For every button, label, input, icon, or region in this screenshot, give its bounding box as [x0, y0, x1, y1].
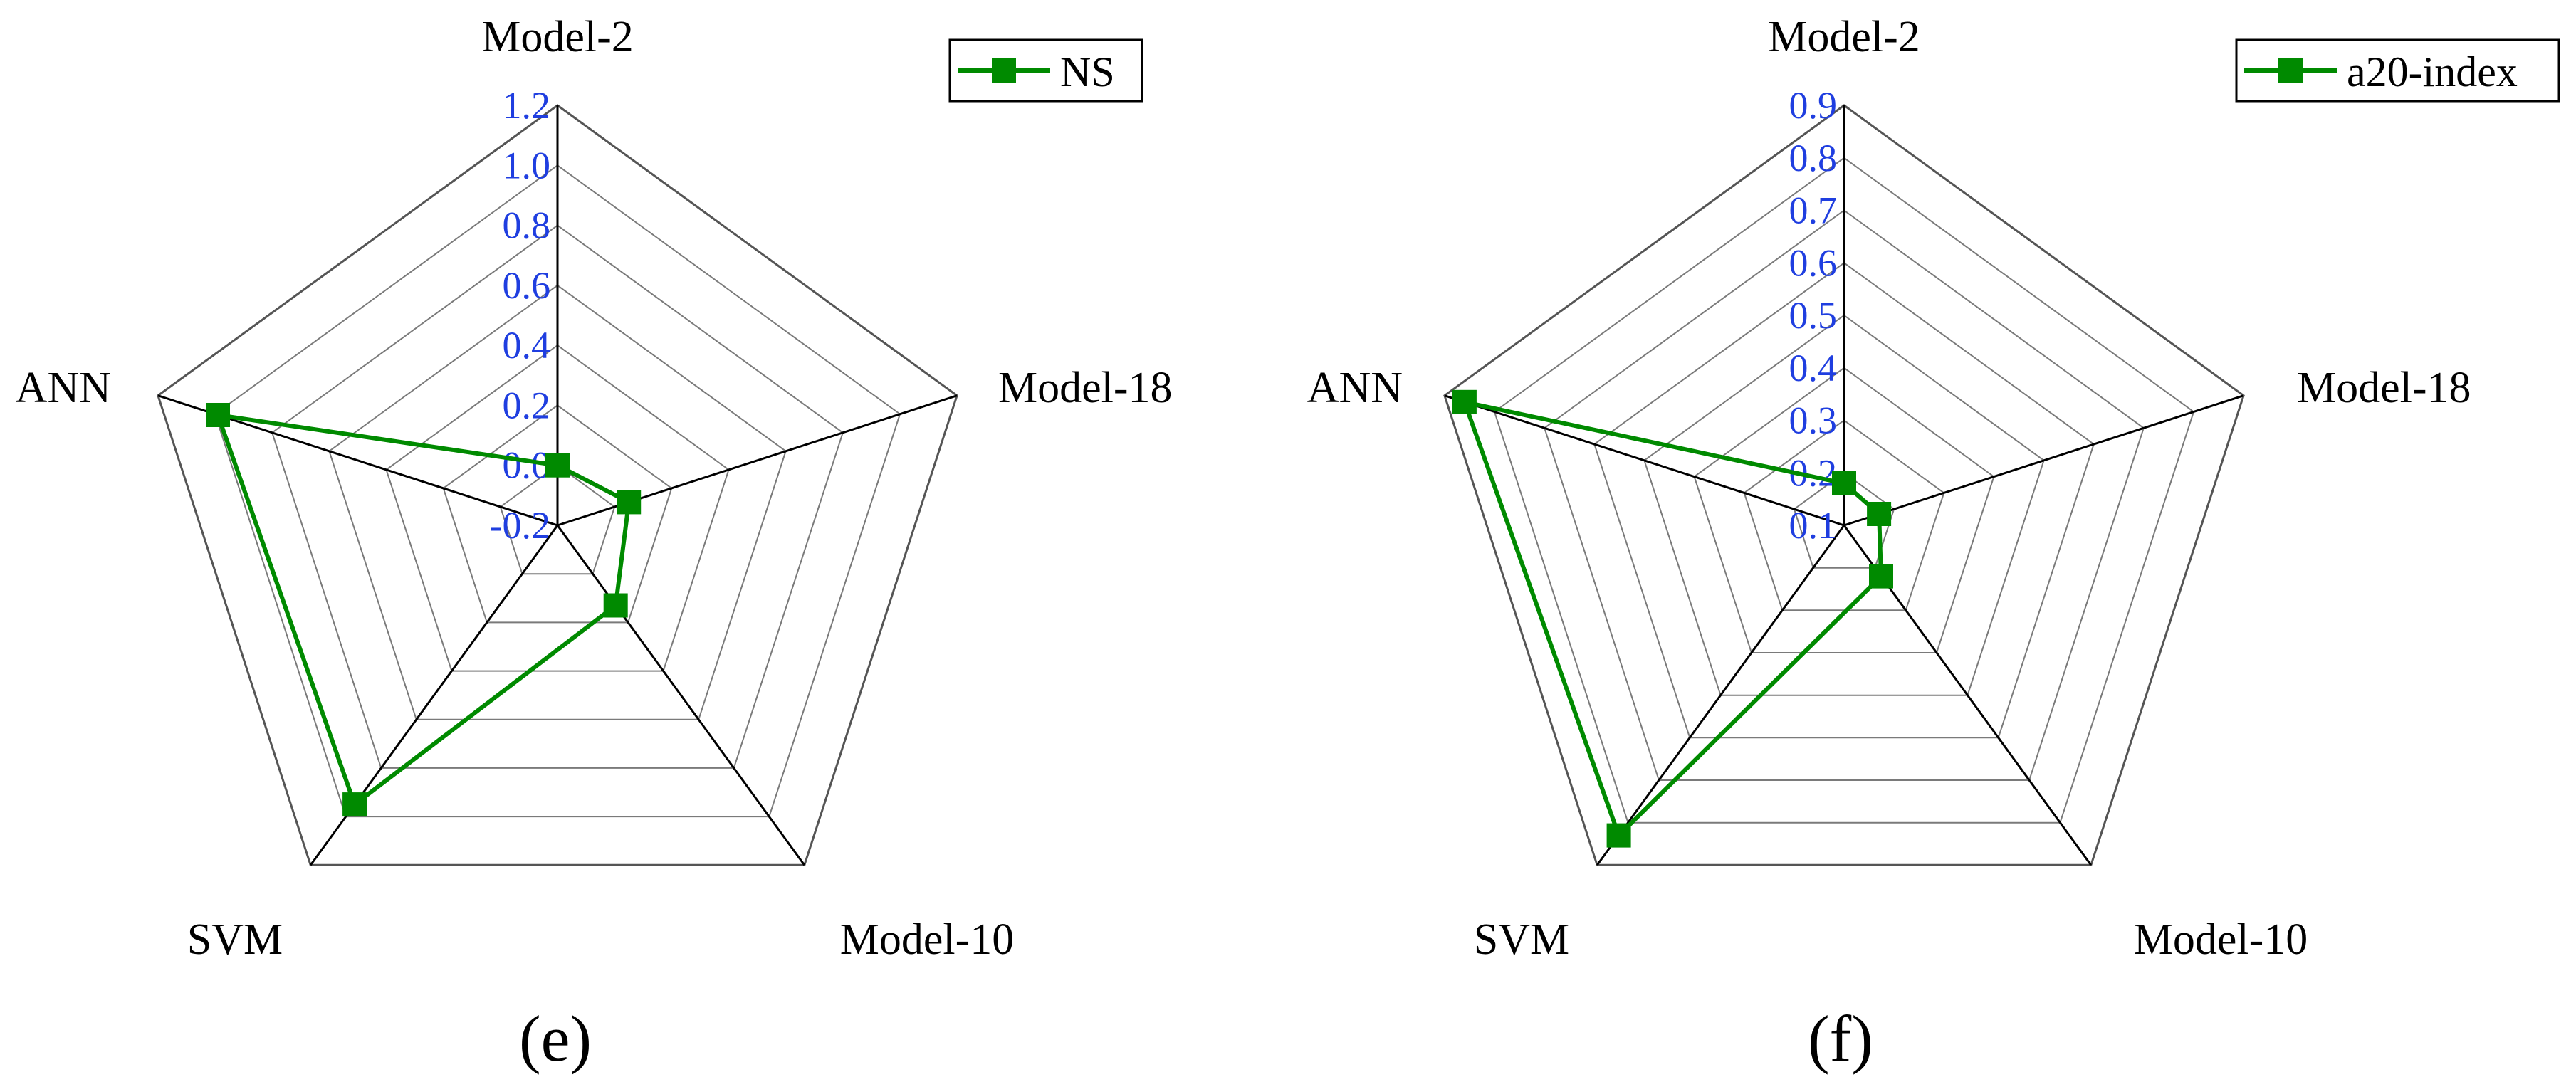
- category-label-ann: ANN: [1307, 364, 1403, 412]
- data-point-svm: [1606, 823, 1631, 848]
- radial-tick-label: 0.4: [503, 324, 551, 367]
- category-label-model-18: Model-18: [2297, 364, 2471, 412]
- radial-tick-label: 0.2: [503, 384, 551, 426]
- radial-tick-label: 0.9: [1789, 84, 1838, 127]
- grid-ring: [499, 464, 616, 575]
- category-label-model-2: Model-2: [481, 13, 634, 61]
- data-point-svm: [342, 792, 367, 817]
- grid-ring: [214, 164, 901, 818]
- axis-spoke-model-18: [1843, 394, 2244, 527]
- data-point-model-18: [617, 490, 642, 515]
- category-label-model-10: Model-10: [840, 915, 1015, 964]
- legend: a20-index: [2235, 38, 2560, 103]
- grid-ring: [1493, 157, 2195, 824]
- category-label-model-18: Model-18: [998, 364, 1173, 412]
- radial-tick-labels: -0.2 0.0 0.2 0.4 0.6 0.8 1.0 1.2: [490, 84, 550, 547]
- category-label-model-10: Model-10: [2134, 915, 2308, 964]
- legend-marker: [2278, 58, 2303, 83]
- legend-series-name: a20-index: [2347, 48, 2518, 95]
- radial-tick-label: 0.6: [503, 264, 551, 307]
- grid-ring: [442, 404, 673, 624]
- radial-tick-label: 0.4: [1789, 347, 1838, 389]
- radial-tick-label: 0.7: [1789, 189, 1838, 232]
- grid-ring: [1593, 262, 2095, 739]
- radial-tick-label: 0.6: [1789, 241, 1838, 284]
- category-label-ann: ANN: [16, 364, 111, 412]
- grid-ring: [385, 344, 730, 672]
- data-point-model-10: [1869, 564, 1893, 589]
- data-series: [206, 403, 642, 817]
- radial-tick-label: 1.0: [503, 144, 551, 187]
- data-series: [1452, 389, 1893, 848]
- radar-spokes: [157, 105, 958, 866]
- grid-ring: [271, 224, 844, 769]
- radial-tick-label: 0.0: [503, 444, 551, 487]
- grid-ring: [1643, 314, 2045, 696]
- radar-spokes: [1444, 105, 2244, 866]
- panel-label: (e): [519, 1002, 592, 1075]
- category-label-svm: SVM: [187, 915, 283, 964]
- data-point-model-10: [603, 593, 628, 618]
- category-label-model-2: Model-2: [1768, 13, 1920, 61]
- data-point-model-2: [1832, 471, 1856, 495]
- data-point-ann: [206, 403, 230, 427]
- legend-series-name: NS: [1060, 48, 1115, 95]
- data-point-model-18: [1867, 502, 1892, 526]
- radar-grid: [157, 104, 958, 866]
- radial-tick-label: 0.8: [503, 204, 551, 247]
- data-point-ann: [1452, 389, 1477, 414]
- legend: NS: [948, 38, 1143, 103]
- radial-tick-label: 1.2: [503, 84, 551, 127]
- grid-ring: [328, 284, 787, 720]
- radar-grid: [1443, 104, 2245, 866]
- axis-spoke-ann: [1444, 394, 1845, 527]
- radial-tick-label: 0.5: [1789, 294, 1838, 337]
- axis-spoke-model-10: [556, 525, 806, 866]
- legend-marker: [992, 58, 1016, 83]
- radar-panel-f: 0.10.20.30.40.50.60.70.80.9 Model-2Model…: [1307, 13, 2560, 1075]
- radar-panel-e: -0.2 0.0 0.2 0.4 0.6 0.8 1.0 1.2 Model-2Model-1…: [16, 13, 1173, 1075]
- radial-tick-label: 0.3: [1789, 399, 1838, 442]
- panel-label: (f): [1808, 1002, 1873, 1075]
- category-label-svm: SVM: [1474, 915, 1569, 964]
- grid-ring: [1544, 209, 2145, 781]
- grid-ring: [157, 104, 958, 866]
- axis-spoke-svm: [1596, 525, 1845, 866]
- grid-ring: [1443, 104, 2245, 866]
- radial-tick-label: 0.1: [1789, 504, 1838, 547]
- radial-tick-label: -0.2: [490, 504, 550, 547]
- radial-tick-label: 0.8: [1789, 137, 1838, 179]
- radial-tick-labels: 0.10.20.30.40.50.60.70.80.9: [1789, 84, 1838, 547]
- data-point-model-2: [545, 453, 570, 478]
